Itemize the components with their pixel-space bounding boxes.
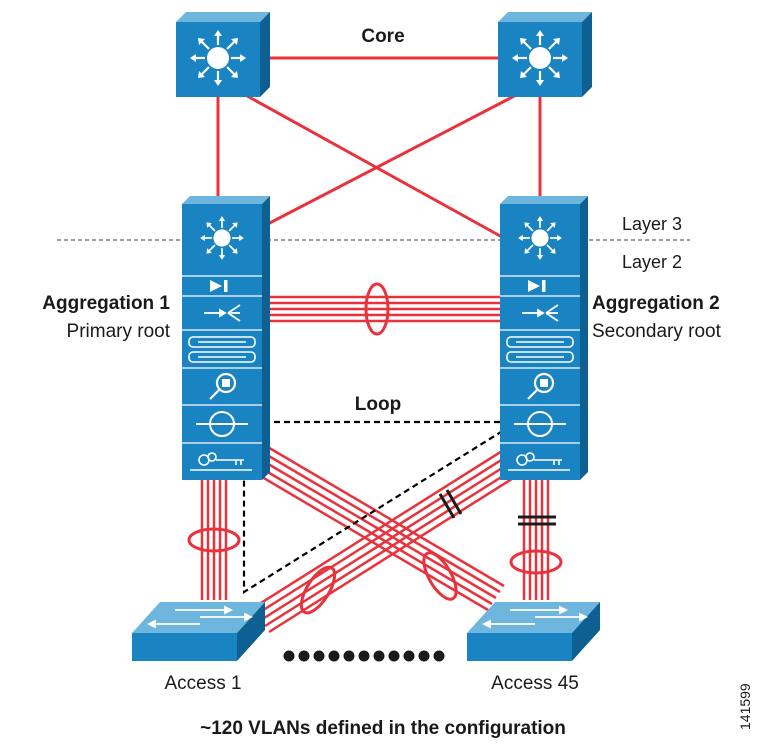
figure-id: 141599 xyxy=(737,683,753,730)
l3-switch-module-icon xyxy=(517,215,563,261)
etherchannel-ring xyxy=(509,549,563,575)
agg1-role-label: Primary root xyxy=(67,321,171,342)
load-balancer-module-icon xyxy=(204,304,241,322)
core-links xyxy=(216,56,542,239)
access1-label: Access 1 xyxy=(164,673,241,694)
firewall-module-icon xyxy=(210,280,228,292)
blocked-port-mark xyxy=(518,515,556,526)
caption: ~120 VLANs defined in the configuration xyxy=(200,718,566,739)
access45-label: Access 45 xyxy=(491,673,579,694)
loop-label: Loop xyxy=(355,394,401,415)
agg1-access45-bundle xyxy=(249,444,505,612)
core-switch-2 xyxy=(498,12,592,97)
ids-sensor-module-icon xyxy=(527,372,555,400)
access-switch-1 xyxy=(132,602,265,661)
agg2-access1-bundle xyxy=(252,444,527,634)
more-access-switches-dots xyxy=(283,650,445,662)
ssl-offload-module-icon xyxy=(196,411,248,437)
etherchannel-ring xyxy=(422,551,458,601)
core-label: Core xyxy=(361,26,404,47)
firewall-module-icon xyxy=(528,280,546,292)
agg2-access45-bundle xyxy=(509,478,563,600)
aggregation-chassis-1 xyxy=(182,196,270,480)
etherchannel-ring xyxy=(187,527,241,553)
vpn-key-module-icon xyxy=(190,452,252,471)
core1-agg2-link xyxy=(239,90,503,239)
content-switch-module-icon xyxy=(506,336,574,363)
agg2-role-label: Secondary root xyxy=(592,321,722,342)
content-switch-module-icon xyxy=(188,336,256,363)
layer2-label: Layer 2 xyxy=(622,252,682,272)
agg-interlink-bundle xyxy=(265,282,500,336)
vpn-key-module-icon xyxy=(508,452,570,471)
ssl-offload-module-icon xyxy=(514,411,566,437)
load-balancer-module-icon xyxy=(522,304,559,322)
access-switch-45 xyxy=(467,602,600,661)
l3-switch-module-icon xyxy=(199,215,245,261)
agg2-name-label: Aggregation 2 xyxy=(592,293,720,314)
aggregation-chassis-2 xyxy=(500,196,588,480)
spanning-tree-loop-path xyxy=(242,420,521,594)
agg1-access1-bundle xyxy=(187,478,241,600)
blocked-port-mark xyxy=(438,489,463,519)
core2-agg1-link xyxy=(261,90,523,229)
layer3-label: Layer 3 xyxy=(622,214,682,234)
core-switch-1 xyxy=(176,12,270,97)
agg1-name-label: Aggregation 1 xyxy=(42,293,170,314)
ids-sensor-module-icon xyxy=(209,372,237,400)
etherchannel-ring xyxy=(299,565,337,615)
etherchannel-ring xyxy=(364,282,390,336)
